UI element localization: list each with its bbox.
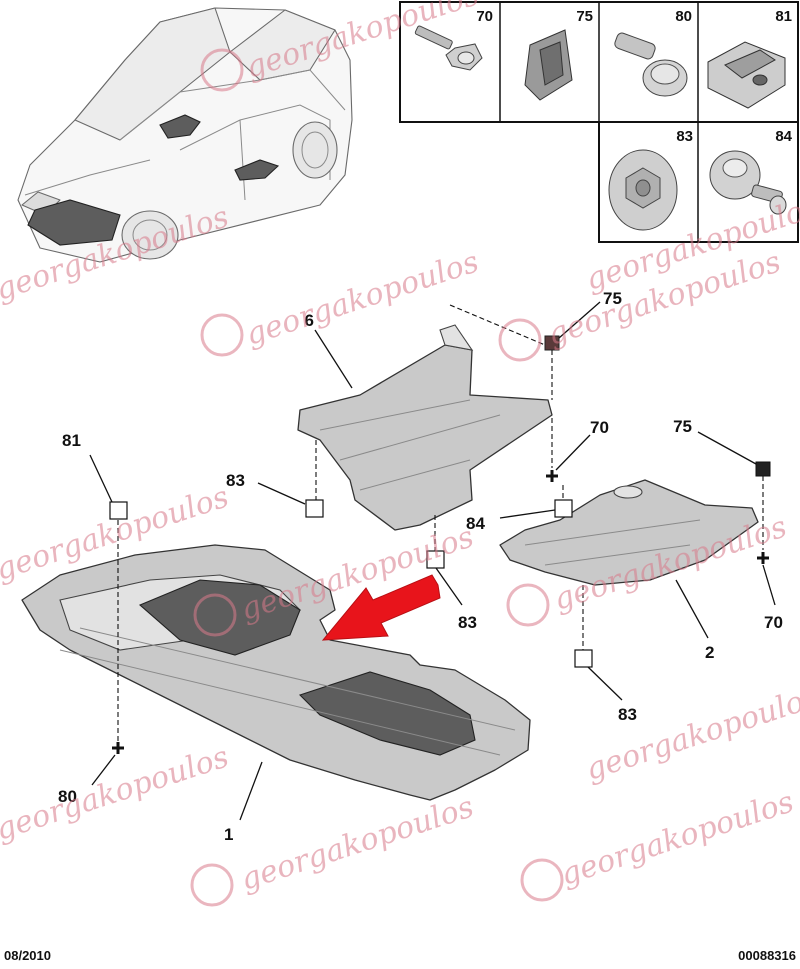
legend-number-81: 81	[775, 8, 792, 25]
footer-date: 08/2010	[4, 948, 51, 963]
watermark-text: georgakopoulos	[237, 789, 478, 897]
footer-reference-number: 00088316	[738, 948, 796, 963]
callout-label-75-right: 75	[673, 417, 692, 436]
fastener-legend: 70 75 80 81 83	[399, 1, 799, 243]
callout-80: 80	[58, 742, 124, 806]
clip-nut-icon	[524, 29, 573, 101]
watermark-text: georgakopoulos	[0, 739, 233, 847]
part-number-2: 2	[705, 643, 714, 662]
direction-arrow	[321, 574, 441, 641]
watermark-logo-icon	[190, 48, 564, 907]
callout-label-81: 81	[62, 431, 81, 450]
car-illustration	[17, 7, 353, 263]
part-number-1: 1	[224, 825, 233, 844]
callout-label-70-right: 70	[764, 613, 783, 632]
part-1-undertray	[21, 544, 531, 801]
callout-label-75-top: 75	[603, 289, 622, 308]
watermark-text: georgakopoulos	[557, 784, 798, 892]
screw-icon	[414, 25, 483, 71]
callout-83-bottom: 83	[574, 585, 637, 724]
part-6-shield	[297, 324, 553, 531]
part-number-6: 6	[305, 311, 314, 330]
callout-70-mid: 70	[546, 418, 609, 482]
callout-1: 1	[224, 761, 263, 844]
watermark-text: georgakopoulos	[582, 679, 800, 787]
callout-label-70-mid: 70	[590, 418, 609, 437]
callout-83-mid: 83	[426, 515, 477, 632]
clip-bracket-icon	[707, 41, 786, 109]
stud-rivet-icon	[709, 150, 787, 215]
callout-75-top: 75	[449, 289, 622, 400]
legend-number-80: 80	[675, 8, 692, 25]
flange-nut-icon	[608, 149, 678, 231]
legend-number-75: 75	[576, 8, 593, 25]
callout-2: 2	[675, 579, 714, 662]
callout-label-83-left: 83	[226, 471, 245, 490]
legend-number-84: 84	[775, 128, 792, 145]
callout-75-right: 75	[673, 417, 771, 550]
callout-label-83-bottom: 83	[618, 705, 637, 724]
callout-84: 84	[466, 485, 573, 533]
legend-number-70: 70	[476, 8, 493, 25]
callout-83-left: 83	[226, 440, 324, 518]
legend-number-83: 83	[676, 128, 693, 145]
push-rivet-icon	[614, 32, 688, 97]
callout-label-84: 84	[466, 514, 485, 533]
part-2-shield	[499, 479, 759, 586]
callout-label-83-mid: 83	[458, 613, 477, 632]
callout-81: 81	[62, 431, 128, 742]
callout-label-80: 80	[58, 787, 77, 806]
callout-6: 6	[305, 311, 353, 389]
callout-70-right: 70	[757, 552, 783, 632]
